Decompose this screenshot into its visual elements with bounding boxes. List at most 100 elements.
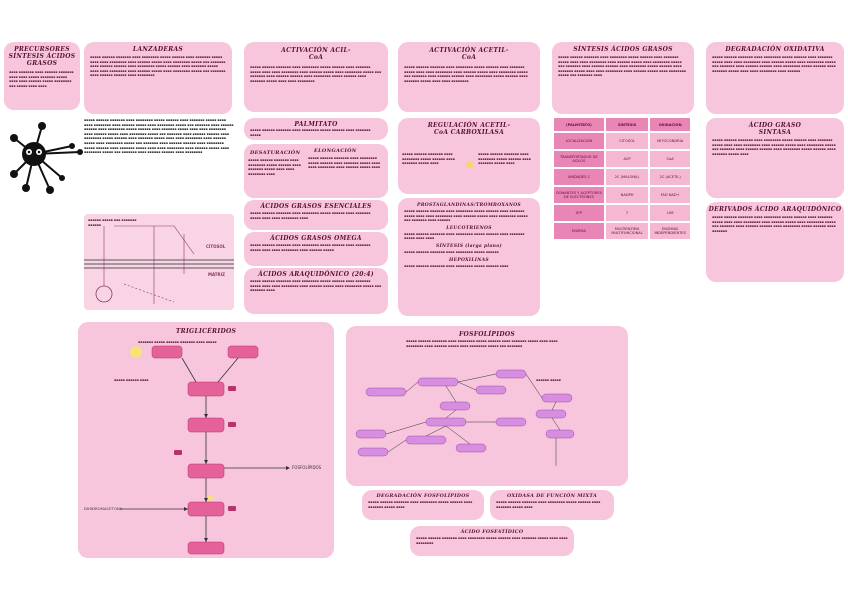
acido-sintasa-card: ÁCIDO GRASO SINTASA ▪▪▪▪▪ ▪▪▪▪▪▪ ▪▪▪▪▪▪▪… [706, 118, 844, 198]
lanzadera-diagram-svg [84, 225, 234, 304]
table-header-palmitato: (PALMITATO) [554, 118, 604, 131]
table-cell: CITOSOL [605, 133, 649, 149]
oxidasa-text: ▪▪▪▪▪ ▪▪▪▪▪▪ ▪▪▪▪▪▪▪ ▪▪▪▪ ▪▪▪▪▪▪▪▪ ▪▪▪▪▪… [496, 500, 601, 509]
table-header-oxidacion: OXIDACIÓN [650, 118, 690, 131]
sintesis-title: SÍNTESIS ÁCIDOS GRASOS [573, 46, 673, 53]
lanzaderas-card: LANZADERAS ▪▪▪▪▪ ▪▪▪▪▪▪ ▪▪▪▪▪▪▪ ▪▪▪▪ ▪▪▪… [84, 42, 232, 114]
esenciales-text: ▪▪▪▪▪ ▪▪▪▪▪▪ ▪▪▪▪▪▪▪ ▪▪▪▪ ▪▪▪▪▪▪▪▪ ▪▪▪▪▪… [250, 211, 371, 220]
table-cell: MULTIENZIMA MULTIFUNCIONAL [605, 223, 649, 239]
derivados-text: ▪▪▪▪▪ ▪▪▪▪▪▪ ▪▪▪▪▪▪▪ ▪▪▪▪ ▪▪▪▪▪▪▪▪ ▪▪▪▪▪… [712, 215, 836, 233]
desaturacion-text: ▪▪▪▪▪ ▪▪▪▪▪▪ ▪▪▪▪▪▪▪ ▪▪▪▪ ▪▪▪▪▪▪▪▪ ▪▪▪▪▪… [248, 158, 301, 176]
table-cell: ENZIMAS INDEPENDIENTES [650, 223, 690, 239]
table-cell: UNIDADES C [554, 169, 604, 185]
degradacion-fosfo-title: DEGRADACIÓN FOSFOLÍPIDOS [376, 493, 470, 499]
table-row: TRANSPORTADOR DE ACILOS ACP CoA [554, 151, 690, 167]
table-cell: 2C (MALONIL) [605, 169, 649, 185]
degradacion-title: DEGRADACIÓN OXIDATIVA [725, 46, 825, 53]
activacion-acil-title: ACTIVACIÓN ACIL- CoA [281, 47, 351, 61]
matriz-label: MATRIZ [208, 272, 225, 277]
activacion-acil-card: ACTIVACIÓN ACIL- CoA ▪▪▪▪▪ ▪▪▪▪▪▪ ▪▪▪▪▪▪… [244, 42, 388, 112]
fosfatidico-text: ▪▪▪▪▪ ▪▪▪▪▪▪ ▪▪▪▪▪▪▪ ▪▪▪▪ ▪▪▪▪▪▪▪▪ ▪▪▪▪▪… [416, 536, 568, 545]
sintesis-card: SÍNTESIS ÁCIDOS GRASOS ▪▪▪▪▪ ▪▪▪▪▪▪ ▪▪▪▪… [552, 42, 694, 114]
desaturacion-title: DESATURACIÓN [250, 150, 301, 156]
fosfatidico-card: ÁCIDO FOSFATÍDICO ▪▪▪▪▪ ▪▪▪▪▪▪ ▪▪▪▪▪▪▪ ▪… [410, 526, 574, 556]
table-cell: 7 [605, 205, 649, 221]
table-cell: ATP [554, 205, 604, 221]
prostaglandinas-card: PROSTAGLANDINAS/TROMBOXANOS ▪▪▪▪▪ ▪▪▪▪▪▪… [398, 198, 540, 316]
degradacion-text: ▪▪▪▪▪ ▪▪▪▪▪▪ ▪▪▪▪▪▪▪ ▪▪▪▪ ▪▪▪▪▪▪▪▪ ▪▪▪▪▪… [712, 55, 836, 73]
lanzaderas-notes: ▪▪▪▪▪ ▪▪▪▪▪▪ ▪▪▪▪▪▪▪ ▪▪▪▪ ▪▪▪▪▪▪▪▪ ▪▪▪▪▪… [84, 118, 234, 155]
trigliceridos-header-text: ▪▪▪▪▪▪▪ ▪▪▪▪▪ ▪▪▪▪▪▪ ▪▪▪▪▪▪▪ ▪▪▪▪ ▪▪▪▪▪ [138, 340, 217, 344]
elongacion-text: ▪▪▪▪▪ ▪▪▪▪▪▪ ▪▪▪▪▪▪▪ ▪▪▪▪ ▪▪▪▪▪▪▪▪ ▪▪▪▪▪… [308, 156, 381, 170]
araquidonico-text: ▪▪▪▪▪ ▪▪▪▪▪▪ ▪▪▪▪▪▪▪ ▪▪▪▪ ▪▪▪▪▪▪▪▪ ▪▪▪▪▪… [250, 279, 382, 293]
desaturacion-card: DESATURACIÓN ELONGACIÓN ▪▪▪▪▪ ▪▪▪▪▪▪ ▪▪▪… [244, 144, 388, 198]
trigliceridos-note: ▪▪▪▪▪ ▪▪▪▪▪▪ ▪▪▪▪ [114, 378, 149, 382]
omega-card: ÁCIDOS GRASOS OMEGA ▪▪▪▪▪ ▪▪▪▪▪▪ ▪▪▪▪▪▪▪… [244, 232, 388, 266]
esenciales-card: ÁCIDOS GRASOS ESENCIALES ▪▪▪▪▪ ▪▪▪▪▪▪ ▪▪… [244, 200, 388, 230]
table-cell: ACP [605, 151, 649, 167]
activacion-acil-text: ▪▪▪▪▪ ▪▪▪▪▪▪ ▪▪▪▪▪▪▪ ▪▪▪▪ ▪▪▪▪▪▪▪▪ ▪▪▪▪▪… [250, 65, 382, 83]
degradacion-fosfo-text: ▪▪▪▪▪ ▪▪▪▪▪▪ ▪▪▪▪▪▪▪ ▪▪▪▪ ▪▪▪▪▪▪▪▪ ▪▪▪▪▪… [368, 500, 473, 509]
table-cell: 2C (ACETIL) [650, 169, 690, 185]
derivados-card: DERIVADOS ÁCIDO ARAQUIDÓNICO ▪▪▪▪▪ ▪▪▪▪▪… [706, 202, 844, 282]
leucotrienos-title: LEUCOTRIENOS [446, 225, 492, 231]
oxidasa-title: OXIDASA DE FUNCIÓN MIXTA [506, 493, 598, 499]
hepoxilinas-text: ▪▪▪▪▪ ▪▪▪▪▪▪ ▪▪▪▪▪▪▪ ▪▪▪▪ ▪▪▪▪▪▪▪▪ ▪▪▪▪▪… [404, 263, 509, 268]
araquidonico-title: ÁCIDOS ARAQUIDÓNICO (20:4) [258, 271, 374, 278]
trigliceridos-title: TRIGLICÉRIDOS [175, 328, 237, 335]
activacion-acetil-card: ACTIVACIÓN ACETIL- CoA ▪▪▪▪▪ ▪▪▪▪▪▪ ▪▪▪▪… [398, 42, 540, 112]
table-row: ATP 7 106 [554, 205, 690, 221]
leucotrienos-text: ▪▪▪▪▪ ▪▪▪▪▪▪ ▪▪▪▪▪▪▪ ▪▪▪▪ ▪▪▪▪▪▪▪▪ ▪▪▪▪▪… [404, 231, 525, 241]
omega-title: ÁCIDOS GRASOS OMEGA [270, 235, 362, 242]
table-row: ENZIMA MULTIENZIMA MULTIFUNCIONAL ENZIMA… [554, 223, 690, 239]
molecule-icon [10, 122, 83, 194]
palmitato-card: PALMITATO ▪▪▪▪▪ ▪▪▪▪▪▪ ▪▪▪▪▪▪▪ ▪▪▪▪ ▪▪▪▪… [244, 118, 388, 140]
table-cell: 106 [650, 205, 690, 221]
table-row: DONANTES Y ACEPTORES DE ELECTRONES NADPH… [554, 187, 690, 203]
comparison-table: (PALMITATO) SÍNTESIS OXIDACIÓN LOCALIZAC… [552, 116, 694, 240]
hepoxilinas-title: HEPOXILINAS [449, 257, 489, 263]
prostaglandinas-title: PROSTAGLANDINAS/TROMBOXANOS [417, 203, 521, 208]
degradacion-fosfo-card: DEGRADACIÓN FOSFOLÍPIDOS ▪▪▪▪▪ ▪▪▪▪▪▪ ▪▪… [362, 490, 484, 520]
citosol-label: CITOSOL [206, 244, 226, 249]
palmitato-text: ▪▪▪▪▪ ▪▪▪▪▪▪ ▪▪▪▪▪▪▪ ▪▪▪▪ ▪▪▪▪▪▪▪▪ ▪▪▪▪▪… [250, 128, 371, 137]
table-row: UNIDADES C 2C (MALONIL) 2C (ACETIL) [554, 169, 690, 185]
sintesis-text: ▪▪▪▪▪ ▪▪▪▪▪▪ ▪▪▪▪▪▪▪ ▪▪▪▪ ▪▪▪▪▪▪▪▪ ▪▪▪▪▪… [558, 55, 686, 78]
regulacion-marker [466, 162, 474, 168]
araquidonico-card: ÁCIDOS ARAQUIDÓNICO (20:4) ▪▪▪▪▪ ▪▪▪▪▪▪ … [244, 268, 388, 314]
precursores-title: PRECURSORES SÍNTESIS ÁCIDOS GRASOS [8, 46, 76, 67]
table-cell: TRANSPORTADOR DE ACILOS [554, 151, 604, 167]
table-cell: MITOCONDRIA [650, 133, 690, 149]
trigliceridos-card: TRIGLICÉRIDOS [78, 322, 334, 558]
fosfolipidos-flow [355, 369, 575, 466]
dihidroxiacetona-label: DIHIDROXIACETONA [84, 506, 123, 511]
lanzaderas-text: ▪▪▪▪▪ ▪▪▪▪▪▪ ▪▪▪▪▪▪▪ ▪▪▪▪ ▪▪▪▪▪▪▪▪ ▪▪▪▪▪… [90, 55, 226, 78]
precursores-card: PRECURSORES SÍNTESIS ÁCIDOS GRASOS ▪▪▪▪ … [4, 42, 80, 110]
regulacion-text-left: ▪▪▪▪▪ ▪▪▪▪▪▪ ▪▪▪▪▪▪▪ ▪▪▪▪ ▪▪▪▪▪▪▪▪ ▪▪▪▪▪… [402, 152, 455, 166]
fosfolipidos-title: FOSFOLÍPIDOS [458, 331, 515, 338]
fosfolipidos-text: ▪▪▪▪▪ ▪▪▪▪▪▪ ▪▪▪▪▪▪▪ ▪▪▪▪ ▪▪▪▪▪▪▪▪ ▪▪▪▪▪… [406, 339, 558, 348]
regulacion-text-right: ▪▪▪▪▪ ▪▪▪▪▪▪ ▪▪▪▪▪▪▪ ▪▪▪▪ ▪▪▪▪▪▪▪▪ ▪▪▪▪▪… [478, 152, 531, 166]
trigliceridos-flow [120, 345, 290, 555]
table-header-sintesis: SÍNTESIS [605, 118, 649, 131]
elongacion-title: ELONGACIÓN [314, 148, 357, 154]
activacion-acetil-title: ACTIVACIÓN ACETIL- CoA [429, 47, 509, 61]
sintesis-larga-text: ▪▪▪▪▪ ▪▪▪▪▪▪ ▪▪▪▪▪▪▪ ▪▪▪▪ ▪▪▪▪▪▪▪▪ ▪▪▪▪▪… [404, 249, 499, 254]
table-cell: FAD NAD+ [650, 187, 690, 203]
table-cell: LOCALIZACIÓN [554, 133, 604, 149]
derivados-title: DERIVADOS ÁCIDO ARAQUIDÓNICO [708, 206, 842, 213]
acido-sintasa-title: ÁCIDO GRASO SINTASA [748, 122, 802, 136]
table-cell: DONANTES Y ACEPTORES DE ELECTRONES [554, 187, 604, 203]
palmitato-title: PALMITATO [294, 121, 338, 128]
activacion-acetil-text: ▪▪▪▪▪ ▪▪▪▪▪▪ ▪▪▪▪▪▪▪ ▪▪▪▪ ▪▪▪▪▪▪▪▪ ▪▪▪▪▪… [404, 65, 528, 83]
lanzadera-diagram: ▪▪▪▪▪▪ ▪▪▪▪▪ ▪▪▪ ▪▪▪▪▪▪▪ ▪▪▪▪▪▪ CITOSOL … [84, 214, 234, 310]
sintesis-larga-title: SÍNTESIS (larga plano) [436, 243, 502, 249]
table-cell: CoA [650, 151, 690, 167]
regulacion-card: REGULACIÓN ACETIL- CoA CARBOXILASA ▪▪▪▪▪… [398, 118, 540, 194]
omega-text: ▪▪▪▪▪ ▪▪▪▪▪▪ ▪▪▪▪▪▪▪ ▪▪▪▪ ▪▪▪▪▪▪▪▪ ▪▪▪▪▪… [250, 243, 371, 252]
oxidasa-card: OXIDASA DE FUNCIÓN MIXTA ▪▪▪▪▪ ▪▪▪▪▪▪ ▪▪… [490, 490, 614, 520]
precursores-text: ▪▪▪▪ ▪▪▪▪▪▪▪ ▪▪▪▪ ▪▪▪▪▪▪ ▪▪▪▪▪▪▪ ▪▪▪▪ ▪▪… [9, 70, 74, 88]
esenciales-title: ÁCIDOS GRASOS ESENCIALES [260, 203, 372, 210]
fosfolipidos-side-label: FOSFOLÍPIDOS [292, 465, 322, 470]
lanzaderas-title: LANZADERAS [132, 46, 184, 53]
